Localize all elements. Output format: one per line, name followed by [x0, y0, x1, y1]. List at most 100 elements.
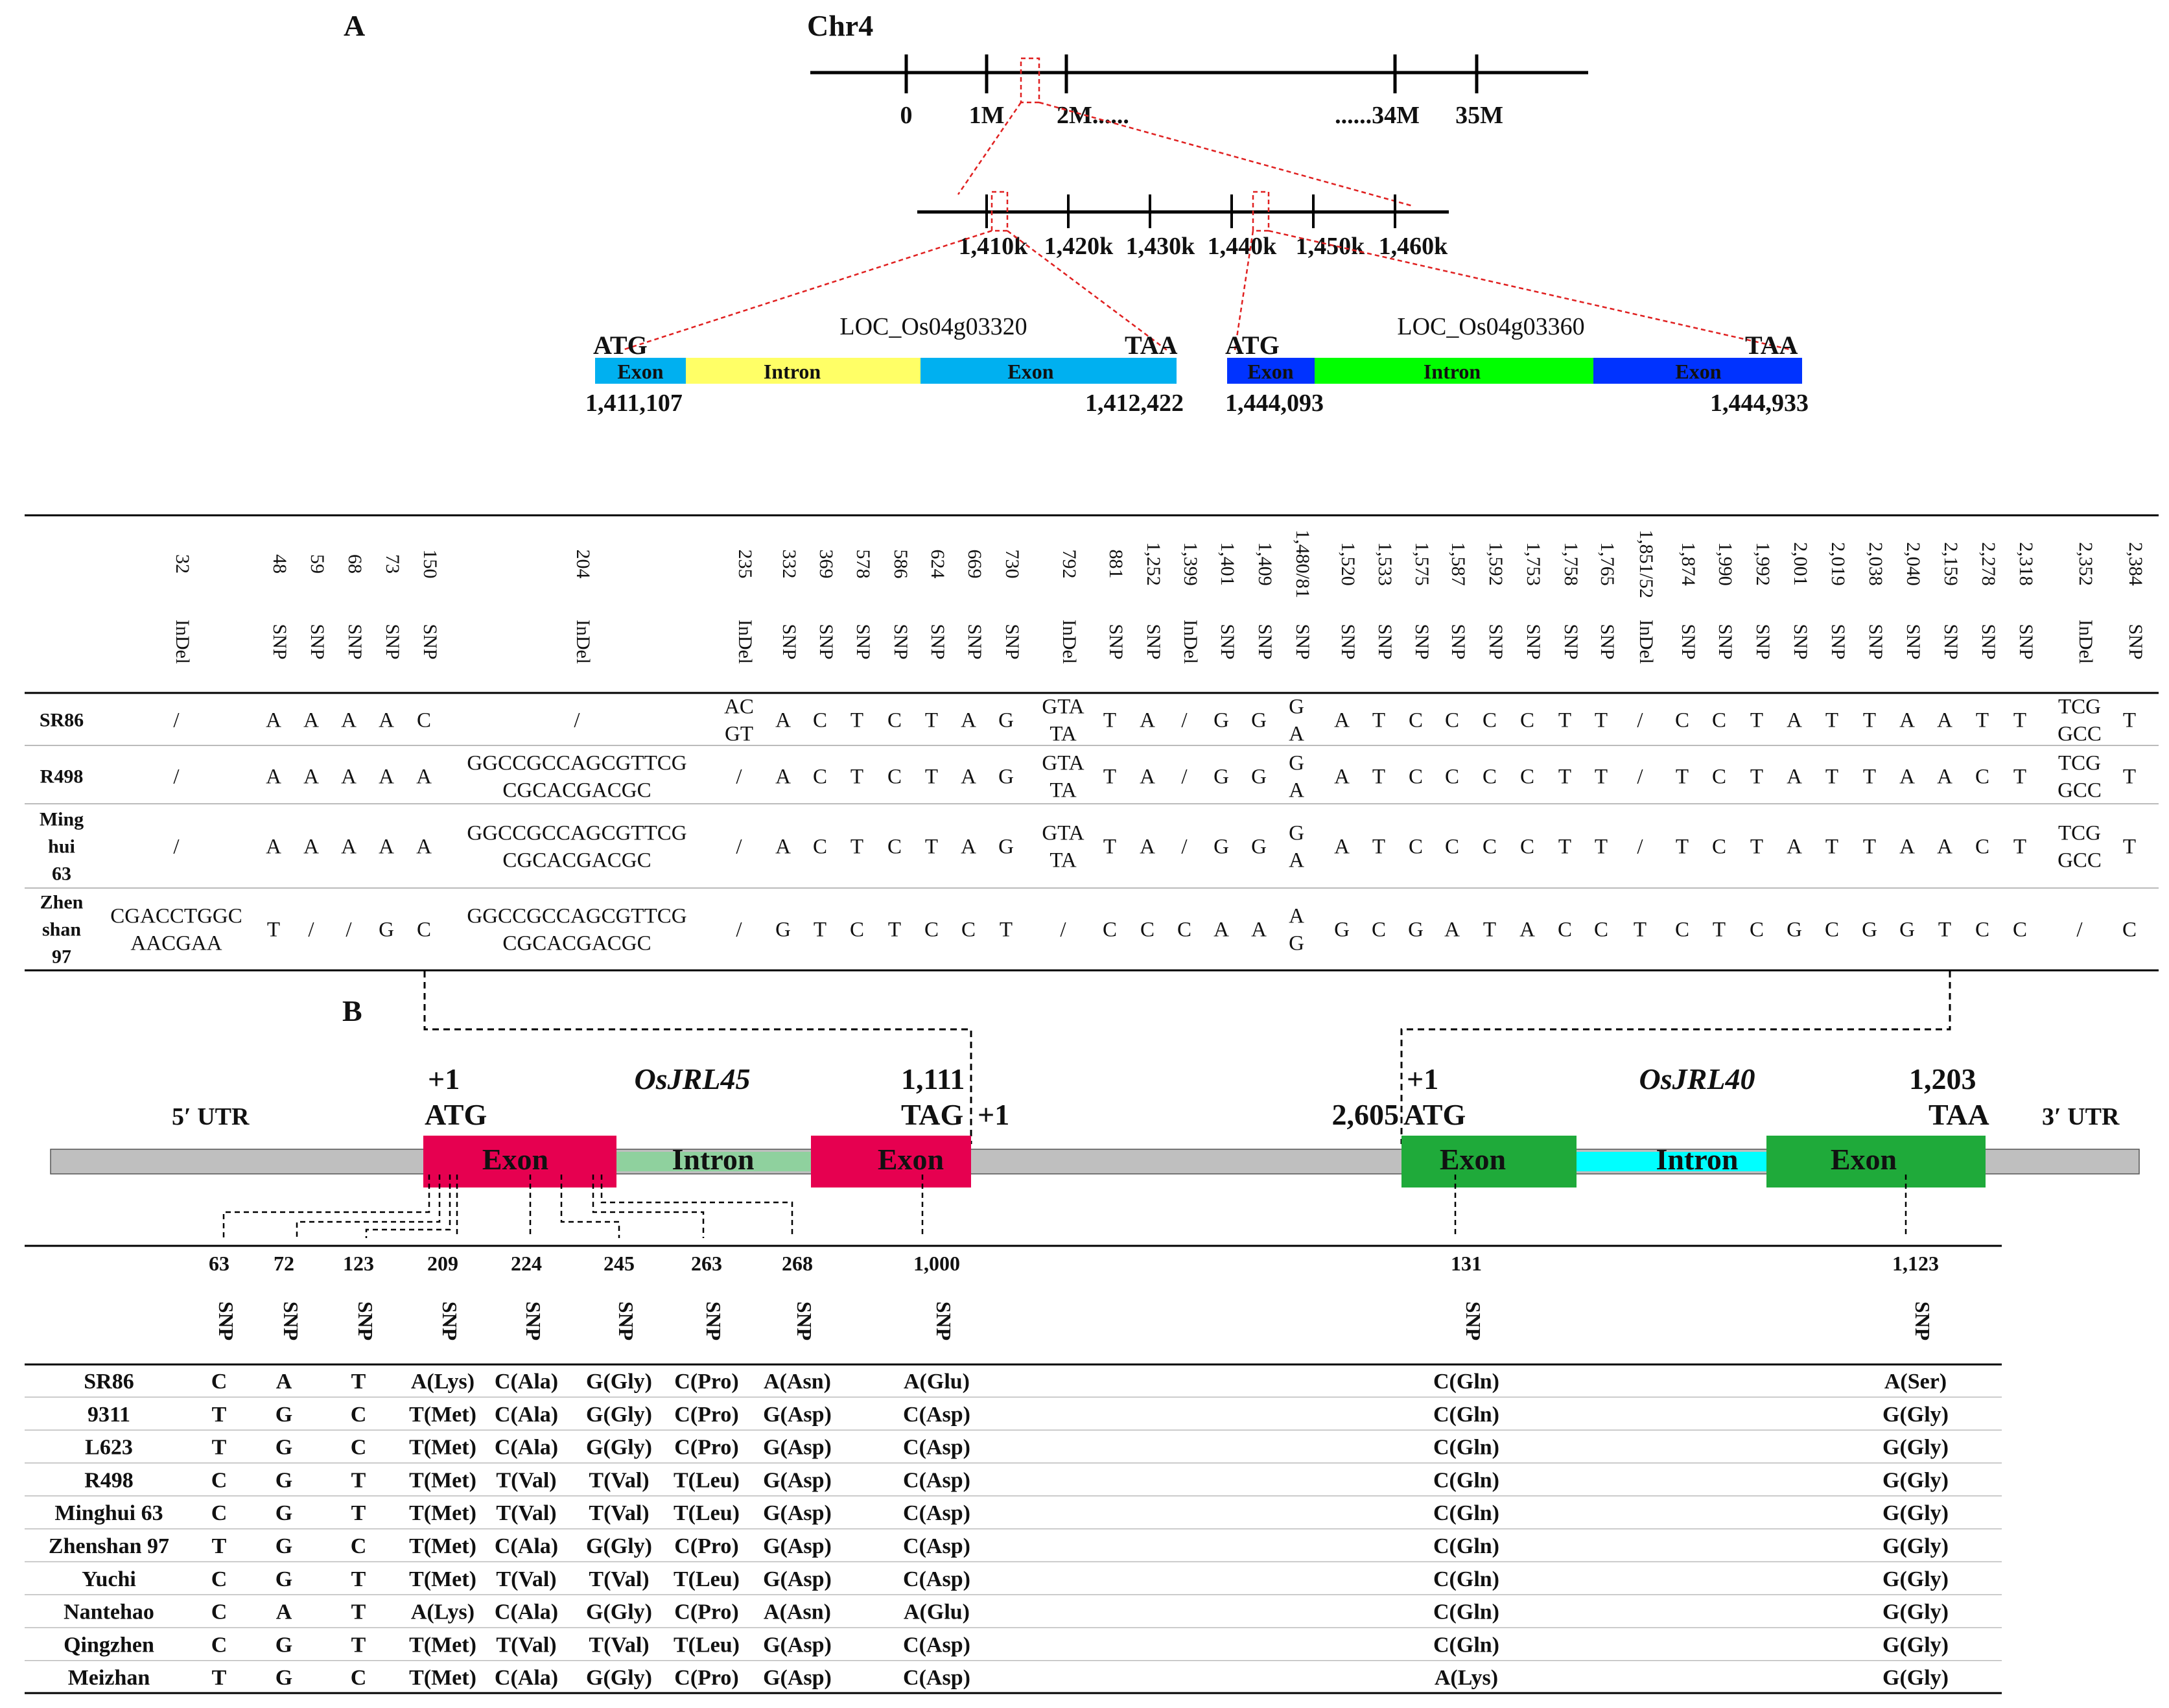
allele-cell: T(Val): [589, 1501, 649, 1525]
allele-cell: T: [212, 1666, 227, 1690]
allele-cell: A: [1289, 905, 1304, 928]
allele-cell: /: [1181, 709, 1188, 732]
allele-cell: C: [1975, 836, 1989, 859]
exon-label: Exon: [878, 1143, 944, 1176]
type-header: SNP: [1292, 624, 1313, 659]
position-header: 1,252: [1143, 542, 1164, 586]
strain-name: SR86: [84, 1370, 134, 1394]
allele-cell: CGCACGACGC: [502, 779, 651, 802]
type-header: SNP: [1002, 624, 1023, 659]
zoom-connector: [957, 102, 1022, 195]
intron-label: Intron: [1424, 360, 1481, 383]
allele-cell: /: [574, 709, 580, 732]
allele-cell: /: [2076, 918, 2083, 942]
type-header: InDel: [734, 620, 756, 664]
strain-name: Minghui 63: [54, 1501, 163, 1525]
type-header: SNP: [793, 1302, 816, 1340]
allele-cell: CGCACGACGC: [502, 932, 651, 955]
type-header: SNP: [1560, 624, 1582, 659]
gene-start-position: 1,444,093: [1225, 390, 1324, 417]
allele-cell: A: [266, 766, 281, 789]
exon-block: [595, 358, 686, 384]
position-header: 586: [890, 550, 911, 579]
allele-cell: C(Pro): [674, 1600, 738, 1624]
allele-cell: T: [2123, 709, 2136, 732]
allele-cell: A: [1334, 836, 1350, 859]
allele-cell: C(Ala): [495, 1370, 558, 1394]
allele-cell: A: [1140, 836, 1155, 859]
strain-name: Zhenshan 97: [49, 1534, 169, 1558]
position-header: 209: [427, 1252, 458, 1275]
exon-label: Exon: [1831, 1143, 1897, 1176]
allele-cell: C: [1712, 709, 1726, 732]
allele-cell: GGCCGCCAGCGTTCG: [467, 905, 686, 928]
allele-cell: G(Gly): [1882, 1534, 1949, 1558]
allele-cell: T: [1558, 766, 1571, 789]
position-header: 624: [927, 550, 948, 579]
start-codon: ATG: [1225, 331, 1280, 360]
allele-cell: A(Ser): [1884, 1370, 1947, 1394]
allele-cell: G(Gly): [1882, 1567, 1949, 1591]
allele-cell: A: [341, 766, 357, 789]
allele-cell: T: [1595, 766, 1608, 789]
type-header: SNP: [269, 624, 290, 659]
position-header: 2,384: [2125, 542, 2146, 586]
allele-cell: G: [998, 836, 1014, 859]
allele-cell: A: [961, 709, 976, 732]
position-header: 1,765: [1597, 542, 1618, 586]
allele-cell: GCC: [2058, 723, 2102, 746]
allele-cell: A: [1289, 849, 1304, 872]
type-header: SNP: [438, 1302, 462, 1340]
allele-cell: AC: [724, 696, 754, 719]
allele-cell: A: [1519, 918, 1535, 942]
allele-cell: TCG: [2058, 752, 2101, 775]
position-header: 2,001: [1790, 542, 1811, 586]
allele-cell: C: [1445, 836, 1459, 859]
allele-cell: /: [346, 918, 352, 942]
osjrl40-exon-1: [1401, 1136, 1577, 1187]
osjrl45-stop-codon: TAG: [901, 1098, 963, 1131]
allele-cell: C: [813, 766, 827, 789]
leader-line: [592, 1175, 705, 1238]
allele-cell: GTA: [1042, 822, 1084, 845]
chromosome-ticks: 0 1M 2M...... ......34M 35M: [900, 54, 1503, 129]
allele-cell: G: [1251, 766, 1267, 789]
type-header: SNP: [2015, 624, 2037, 659]
allele-cell: T: [1825, 836, 1838, 859]
position-header: 578: [852, 550, 874, 579]
type-header: SNP: [702, 1302, 725, 1340]
allele-cell: GTA: [1042, 696, 1084, 719]
allele-cell: A: [1937, 766, 1952, 789]
position-header: 1,480/81: [1292, 530, 1313, 598]
strain-name: L623: [85, 1436, 133, 1460]
allele-cell: T(Met): [409, 1436, 476, 1460]
zoom-tick-label: 1,420k: [1044, 233, 1114, 260]
strain-name: SR86: [40, 710, 84, 731]
plus1-after-stop: +1: [978, 1098, 1009, 1131]
allele-cell: T: [1676, 836, 1689, 859]
allele-cell: T: [1825, 709, 1838, 732]
osjrl40-exon-2: [1766, 1136, 1986, 1187]
allele-cell: A: [1444, 918, 1460, 942]
allele-cell: AACGAA: [130, 932, 222, 955]
position-header: 669: [964, 550, 985, 579]
type-header: SNP: [1903, 624, 1924, 659]
allele-cell: C: [211, 1567, 228, 1591]
strain-name: Zhen: [40, 892, 84, 913]
exon-label: Exon: [1247, 360, 1293, 383]
gene-connector: [622, 229, 992, 351]
allele-cell: C: [351, 1534, 367, 1558]
allele-cell: G(Gly): [1882, 1403, 1949, 1427]
allele-cell: A: [266, 709, 281, 732]
allele-cell: C: [1409, 836, 1423, 859]
leader-line: [600, 1175, 793, 1238]
allele-cell: T: [1558, 709, 1571, 732]
position-header: 245: [604, 1252, 635, 1275]
position-header: 2,278: [1978, 542, 1999, 586]
position-header: 268: [782, 1252, 813, 1275]
type-header: InDel: [2075, 620, 2096, 664]
allele-cell: G: [998, 709, 1014, 732]
type-header: SNP: [1715, 624, 1736, 659]
position-header: 263: [691, 1252, 722, 1275]
allele-cell: /: [1181, 836, 1188, 859]
